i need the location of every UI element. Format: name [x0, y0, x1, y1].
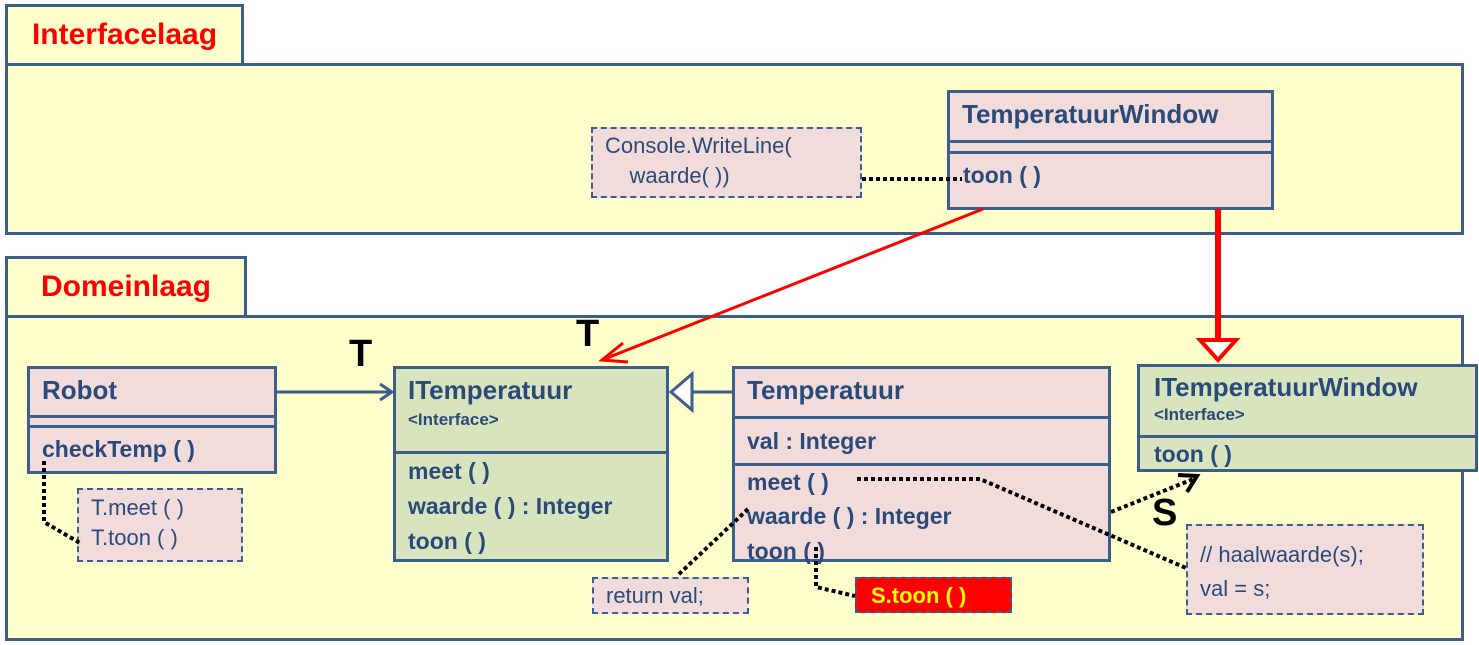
note-robot-calls: T.meet ( ) T.toon ( ) — [77, 488, 243, 562]
operation: waarde ( ) : Integer — [747, 503, 952, 529]
note-haalwaarde: // haalwaarde(s); val = s; — [1186, 524, 1424, 615]
stereotype-label: <Interface> — [1154, 405, 1245, 424]
class-name: TemperatuurWindow — [962, 99, 1219, 129]
multiplicity-window-itemperatuur: T — [576, 313, 600, 355]
package-label-interfacelaag: Interfacelaag — [31, 18, 218, 51]
note-line: Console.WriteLine( — [605, 133, 792, 158]
note-line: S.toon ( ) — [871, 583, 967, 608]
class-name: ITemperatuurWindow — [1154, 372, 1418, 402]
multiplicity-temperatuur-iwindow: S — [1152, 492, 1178, 534]
attribute: val : Integer — [747, 428, 877, 454]
operation: meet ( ) — [747, 469, 829, 495]
note-line: T.toon ( ) — [91, 525, 178, 550]
class-name: ITemperatuur — [408, 375, 573, 405]
interface-itemperatuurwindow[interactable]: ITemperatuurWindow <Interface> toon ( ) — [1137, 364, 1478, 472]
class-name: Temperatuur — [747, 375, 904, 405]
operations-section: toon ( ) — [950, 151, 1271, 193]
operation: toon ( ) — [747, 538, 825, 564]
package-tab-domeinlaag: Domeinlaag — [5, 256, 247, 318]
operation: waarde ( ) : Integer — [408, 493, 613, 519]
stereotype-label: <Interface> — [408, 410, 499, 429]
operations-section: toon ( ) — [1140, 435, 1475, 470]
operation: meet ( ) — [408, 458, 490, 484]
class-robot[interactable]: Robot checkTemp ( ) — [27, 366, 277, 474]
class-temperatuur[interactable]: Temperatuur val : Integer meet ( ) waard… — [732, 366, 1111, 564]
note-line: T.meet ( ) — [91, 495, 184, 520]
operation: toon ( ) — [408, 528, 486, 554]
note-line: waarde( )) — [605, 163, 730, 188]
operations-section: checkTemp ( ) — [30, 425, 274, 467]
operation: checkTemp ( ) — [42, 436, 195, 462]
attributes-section: val : Integer — [735, 416, 1108, 463]
multiplicity-robot-itemperatuur: T — [349, 333, 373, 375]
note-console-writeline: Console.WriteLine( waarde( )) — [591, 127, 862, 198]
operation: toon ( ) — [1154, 441, 1232, 467]
note-s-toon: S.toon ( ) — [855, 577, 1012, 613]
note-line: val = s; — [1200, 576, 1271, 601]
operations-section: meet ( ) waarde ( ) : Integer toon ( ) — [735, 463, 1108, 568]
note-line: // haalwaarde(s); — [1200, 542, 1364, 567]
note-line: return val; — [606, 583, 704, 608]
operation: toon ( ) — [963, 162, 1041, 188]
attributes-section — [30, 415, 274, 425]
package-tab-interfacelaag: Interfacelaag — [5, 4, 244, 66]
attributes-section — [950, 140, 1271, 151]
class-name: Robot — [42, 375, 118, 405]
note-return-val: return val; — [592, 577, 749, 614]
operations-section: meet ( ) waarde ( ) : Integer toon ( ) — [396, 451, 666, 559]
package-label-domeinlaag: Domeinlaag — [40, 270, 212, 303]
interface-itemperatuur[interactable]: ITemperatuur <Interface> meet ( ) waarde… — [393, 366, 669, 562]
class-temperatuurwindow[interactable]: TemperatuurWindow toon ( ) — [947, 90, 1274, 210]
